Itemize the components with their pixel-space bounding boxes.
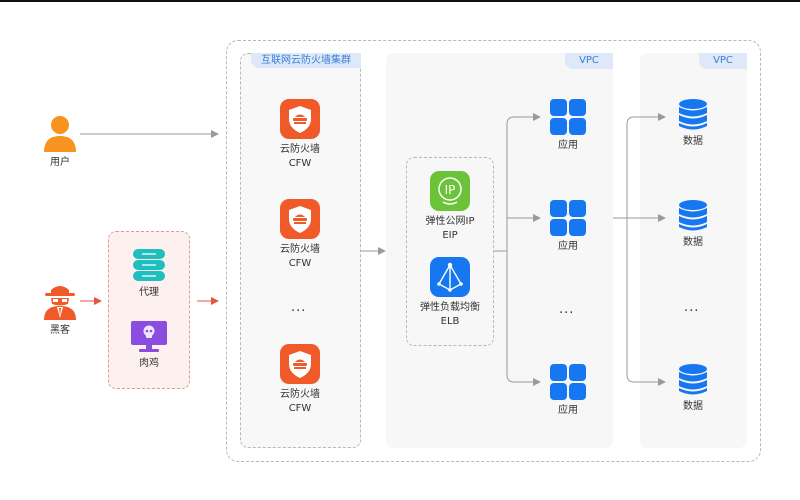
app-grid-icon <box>550 200 586 236</box>
firewall-shield-icon <box>280 199 320 239</box>
elb-load-balancer-icon <box>430 257 470 297</box>
database-label: 数据 <box>683 237 703 248</box>
firewall-shield-icon <box>280 344 320 384</box>
firewall-cluster-title: 互联网云防火墙集群 <box>251 53 361 68</box>
database-label: 数据 <box>683 401 703 412</box>
app-label: 应用 <box>558 405 578 416</box>
cfw-name: 云防火墙 <box>280 144 320 155</box>
cloud-outer-boundary <box>226 40 761 462</box>
database-ellipsis: ... <box>684 300 700 315</box>
vpc-app-tag: VPC <box>565 53 613 69</box>
cfw-name: 云防火墙 <box>280 244 320 255</box>
app-node[interactable]: 应用 <box>543 364 593 418</box>
cfw-name: 云防火墙 <box>280 389 320 400</box>
proxy-node[interactable]: 代理 <box>124 248 174 300</box>
elb-node[interactable]: 弹性负载均衡 ELB <box>410 257 490 329</box>
hacker-node[interactable]: 黑客 <box>40 282 80 338</box>
app-grid-icon <box>550 99 586 135</box>
user-label: 用户 <box>50 157 70 168</box>
database-node[interactable]: 数据 <box>668 99 718 149</box>
proxy-label: 代理 <box>139 287 159 298</box>
eip-icon: IP <box>430 171 470 211</box>
user-icon <box>44 116 76 152</box>
database-label: 数据 <box>683 136 703 147</box>
eip-abbr: EIP <box>442 230 458 241</box>
app-node[interactable]: 应用 <box>543 99 593 153</box>
cfw-abbr: CFW <box>288 258 312 269</box>
eip-name: 弹性公网IP <box>425 216 475 227</box>
app-ellipsis: ... <box>559 302 575 317</box>
elb-name: 弹性负载均衡 <box>420 302 480 313</box>
attack-sources-group <box>108 231 190 389</box>
user-node[interactable]: 用户 <box>40 114 80 170</box>
elb-abbr: ELB <box>440 316 460 327</box>
cfw-node[interactable]: 云防火墙 CFW <box>270 99 330 171</box>
cfw-node[interactable]: 云防火墙 CFW <box>270 199 330 271</box>
cfw-abbr: CFW <box>288 158 312 169</box>
app-node[interactable]: 应用 <box>543 200 593 254</box>
cfw-abbr: CFW <box>288 403 312 414</box>
eip-elb-group <box>406 157 494 346</box>
zombie-monitor-skull-icon <box>131 321 167 352</box>
database-icon <box>679 99 707 130</box>
hacker-label: 黑客 <box>50 325 70 336</box>
zombie-node[interactable]: 肉鸡 <box>124 319 174 371</box>
hacker-spy-icon <box>44 286 76 320</box>
proxy-icon <box>133 249 165 281</box>
top-border-line <box>0 0 800 2</box>
app-label: 应用 <box>558 241 578 252</box>
svg-text:IP: IP <box>445 183 456 197</box>
database-icon <box>679 200 707 231</box>
firewall-shield-icon <box>280 99 320 139</box>
app-grid-icon <box>550 364 586 400</box>
database-node[interactable]: 数据 <box>668 200 718 250</box>
database-node[interactable]: 数据 <box>668 364 718 414</box>
cfw-ellipsis: ... <box>291 300 307 315</box>
zombie-label: 肉鸡 <box>139 358 159 369</box>
database-icon <box>679 364 707 395</box>
app-label: 应用 <box>558 140 578 151</box>
eip-node[interactable]: IP 弹性公网IP EIP <box>410 171 490 243</box>
vpc-data-tag: VPC <box>699 53 747 69</box>
cfw-node[interactable]: 云防火墙 CFW <box>270 344 330 416</box>
